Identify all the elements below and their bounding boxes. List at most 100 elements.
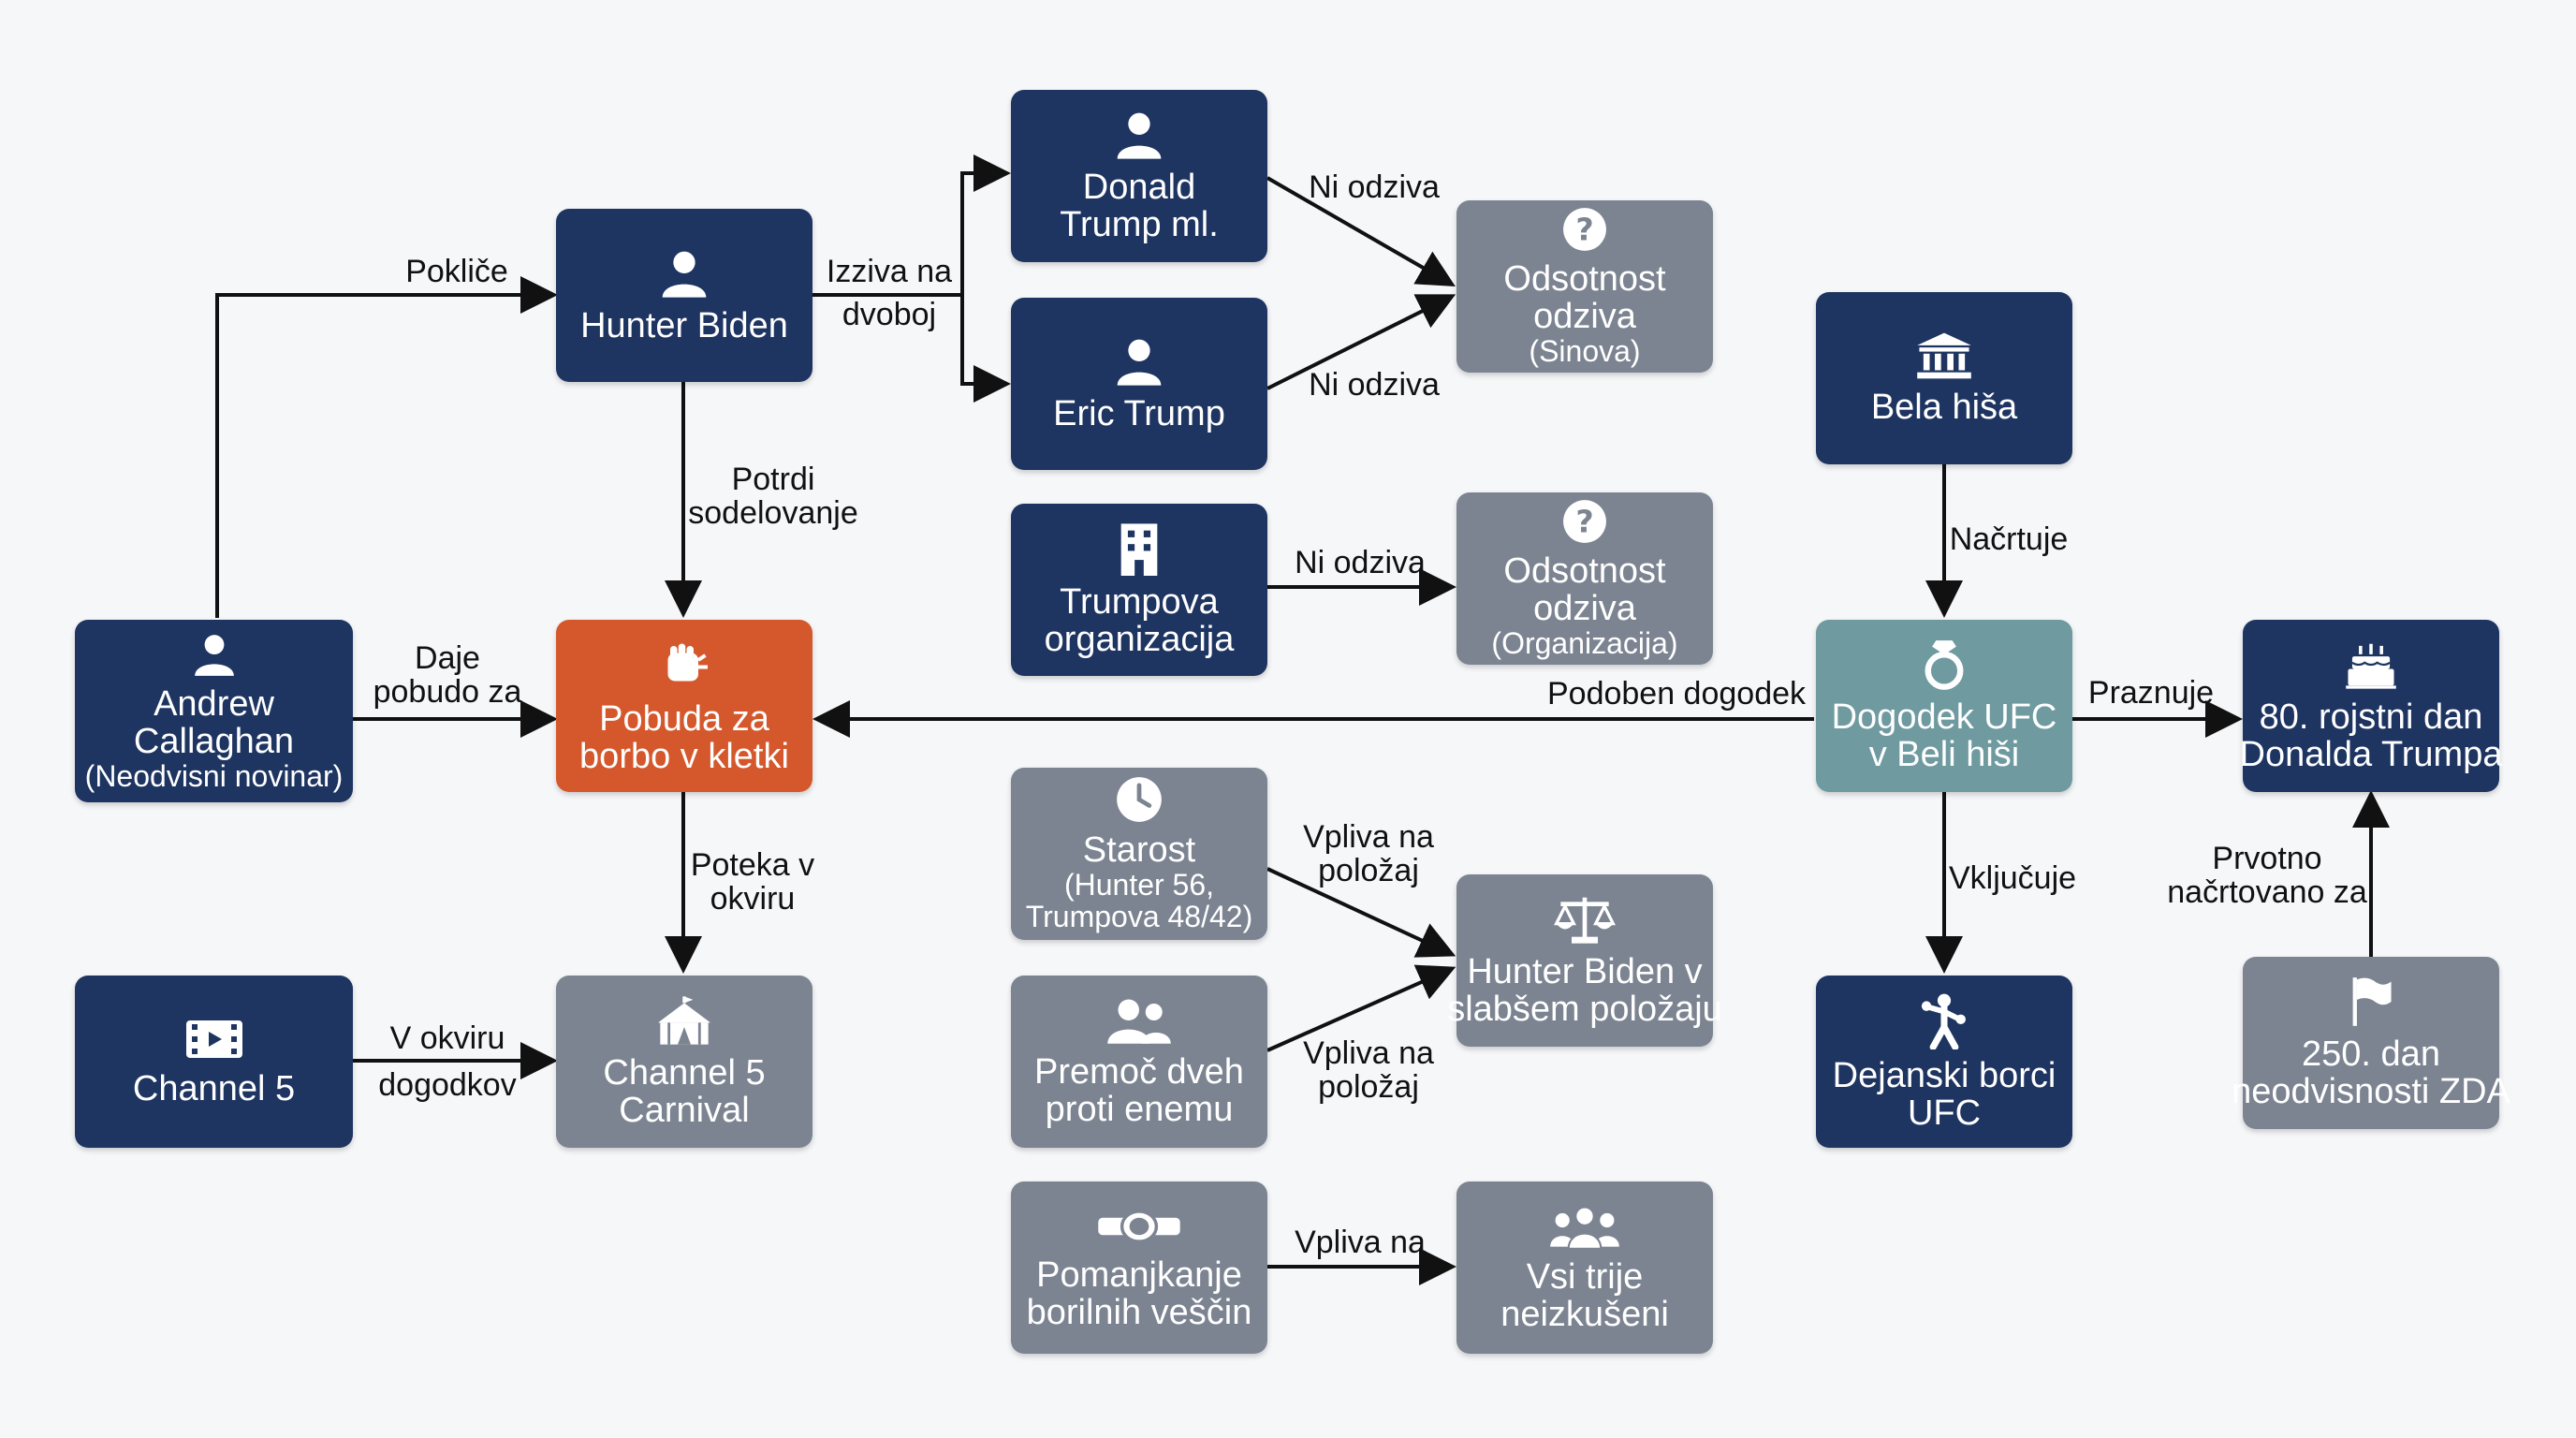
- node-label: Dogodek UFC: [1831, 697, 2057, 737]
- node-pobuda-borba[interactable]: Pobuda za borbo v kletki: [556, 620, 812, 792]
- node-label: Odsotnost: [1503, 259, 1666, 299]
- edge-andrew-hunter: [215, 276, 558, 618]
- node-sublabel: (Organizacija): [1491, 626, 1678, 660]
- edge-eric-odsotnost: [1266, 294, 1456, 390]
- group-icon: [1107, 999, 1171, 1044]
- node-odsotnost-odziva-organizacija[interactable]: ? Odsotnost odziva (Organizacija): [1456, 492, 1713, 665]
- node-sublabel: (Hunter 56,: [1063, 868, 1215, 902]
- node-channel-5[interactable]: Channel 5: [75, 976, 353, 1148]
- edge-label-nacrtuje: Načrtuje: [1949, 521, 2069, 557]
- government-building-icon: [1917, 332, 1971, 379]
- node-bela-hisa[interactable]: Bela hiša: [1816, 292, 2072, 464]
- node-label: Trump ml.: [1060, 205, 1219, 244]
- edge-label-niodziva-org: Ni odziva: [1295, 545, 1426, 580]
- node-eric-trump[interactable]: Eric Trump: [1011, 298, 1267, 470]
- belt-icon: [1098, 1210, 1180, 1243]
- boxer-icon: [1921, 993, 1966, 1049]
- edge-premoc-slabsi: [1266, 964, 1456, 1052]
- film-icon: [185, 1020, 242, 1058]
- node-label: Bela hiša: [1870, 388, 2018, 427]
- node-andrew-callaghan[interactable]: Andrew Callaghan (Neodvisni novinar): [75, 620, 353, 802]
- node-hunter-biden[interactable]: Hunter Biden: [556, 209, 812, 382]
- node-starost[interactable]: Starost (Hunter 56, Trumpova 48/42): [1011, 768, 1267, 940]
- fist-icon: [667, 643, 708, 682]
- node-dejanski-borci-ufc[interactable]: Dejanski borci UFC: [1816, 976, 2072, 1148]
- node-vsi-trije-neizkuseni[interactable]: Vsi trije neizkušeni: [1456, 1181, 1713, 1354]
- node-sublabel: Trumpova 48/42): [1025, 900, 1253, 933]
- node-label: Pomanjkanje: [1036, 1255, 1242, 1295]
- person-icon: [194, 634, 234, 676]
- circus-tent-icon: [658, 996, 710, 1045]
- node-label: Andrew: [154, 683, 274, 724]
- node-label: v Beli hiši: [1868, 735, 2020, 774]
- node-label: UFC: [1907, 1093, 1982, 1133]
- node-channel-5-carnival[interactable]: Channel 5 Carnival: [556, 976, 812, 1148]
- flag-icon: [2352, 977, 2392, 1026]
- node-label: Hunter Biden: [580, 305, 788, 345]
- node-250-dan-neodvisnosti[interactable]: 250. dan neodvisnosti ZDA: [2232, 957, 2510, 1129]
- edge-split-donald: [960, 154, 1011, 295]
- person-icon: [662, 251, 707, 298]
- node-label: odziva: [1533, 297, 1636, 336]
- node-label: Channel 5: [603, 1053, 766, 1093]
- node-label: Callaghan: [133, 721, 295, 761]
- edge-label-praznuje: Praznuje: [2087, 675, 2215, 711]
- node-label: 80. rojstni dan: [2259, 697, 2483, 737]
- node-label: Eric Trump: [1053, 394, 1225, 433]
- node-label: 250. dan: [2302, 1034, 2440, 1074]
- question-icon: ?: [1563, 500, 1606, 543]
- node-trumpova-organizacija[interactable]: Trumpova organizacija: [1011, 504, 1267, 676]
- node-80-rojstni-dan[interactable]: 80. rojstni dan Donalda Trumpa: [2240, 620, 2502, 792]
- node-label: neizkušeni: [1500, 1295, 1669, 1334]
- node-hunter-slabsi-polozaj[interactable]: Hunter Biden v slabšem položaju: [1447, 874, 1722, 1047]
- edge-label-niodziva-eric: Ni odziva: [1309, 367, 1440, 403]
- svg-text:?: ?: [1575, 211, 1593, 247]
- edge-label-niodziva-donald: Ni odziva: [1309, 169, 1440, 205]
- node-pomanjkanje-borilnih-vescin[interactable]: Pomanjkanje borilnih veščin: [1011, 1181, 1267, 1354]
- ring-icon: [1925, 640, 1964, 690]
- person-icon: [1117, 339, 1162, 386]
- svg-text:?: ?: [1575, 503, 1593, 539]
- node-dogodek-ufc[interactable]: Dogodek UFC v Beli hiši: [1816, 620, 2072, 792]
- node-label: neodvisnosti ZDA: [2232, 1072, 2510, 1111]
- node-label: Carnival: [619, 1091, 750, 1130]
- node-sublabel: (Sinova): [1529, 334, 1641, 368]
- node-sublabel: (Neodvisni novinar): [84, 758, 344, 793]
- node-label: borilnih veščin: [1026, 1293, 1252, 1332]
- edge-donald-odsotnost: [1266, 176, 1456, 286]
- node-label: organizacija: [1044, 620, 1235, 659]
- cake-icon: [2346, 643, 2396, 689]
- node-label: Vsi trije: [1526, 1257, 1644, 1297]
- node-premoc-dveh[interactable]: Premoč dveh proti enemu: [1011, 976, 1267, 1148]
- node-label: Trumpova: [1060, 582, 1219, 622]
- node-label: Donalda Trumpa: [2239, 735, 2503, 774]
- node-label: Premoč dveh: [1034, 1052, 1244, 1092]
- edge-label-vpliva-na: Vpliva na: [1295, 1225, 1426, 1260]
- edge-label-poklice: Pokliče: [405, 254, 508, 289]
- node-label: Donald: [1082, 168, 1196, 207]
- node-label: Pobuda za: [599, 699, 769, 739]
- node-label: Channel 5: [132, 1069, 296, 1108]
- node-label: Starost: [1082, 830, 1196, 870]
- node-label: proti enemu: [1045, 1090, 1234, 1129]
- node-label: odziva: [1533, 589, 1636, 628]
- node-donald-trump-ml[interactable]: Donald Trump ml.: [1011, 90, 1267, 262]
- edge-split-eric: [960, 295, 1011, 403]
- person-icon: [1117, 112, 1162, 159]
- node-odsotnost-odziva-sinova[interactable]: ? Odsotnost odziva (Sinova): [1456, 200, 1713, 373]
- node-label: slabšem položaju: [1447, 990, 1722, 1029]
- node-label: Hunter Biden v: [1467, 952, 1703, 991]
- group-icon: [1550, 1206, 1619, 1250]
- scales-icon: [1554, 897, 1616, 944]
- node-label: Odsotnost: [1503, 551, 1666, 591]
- clock-icon: [1117, 777, 1162, 822]
